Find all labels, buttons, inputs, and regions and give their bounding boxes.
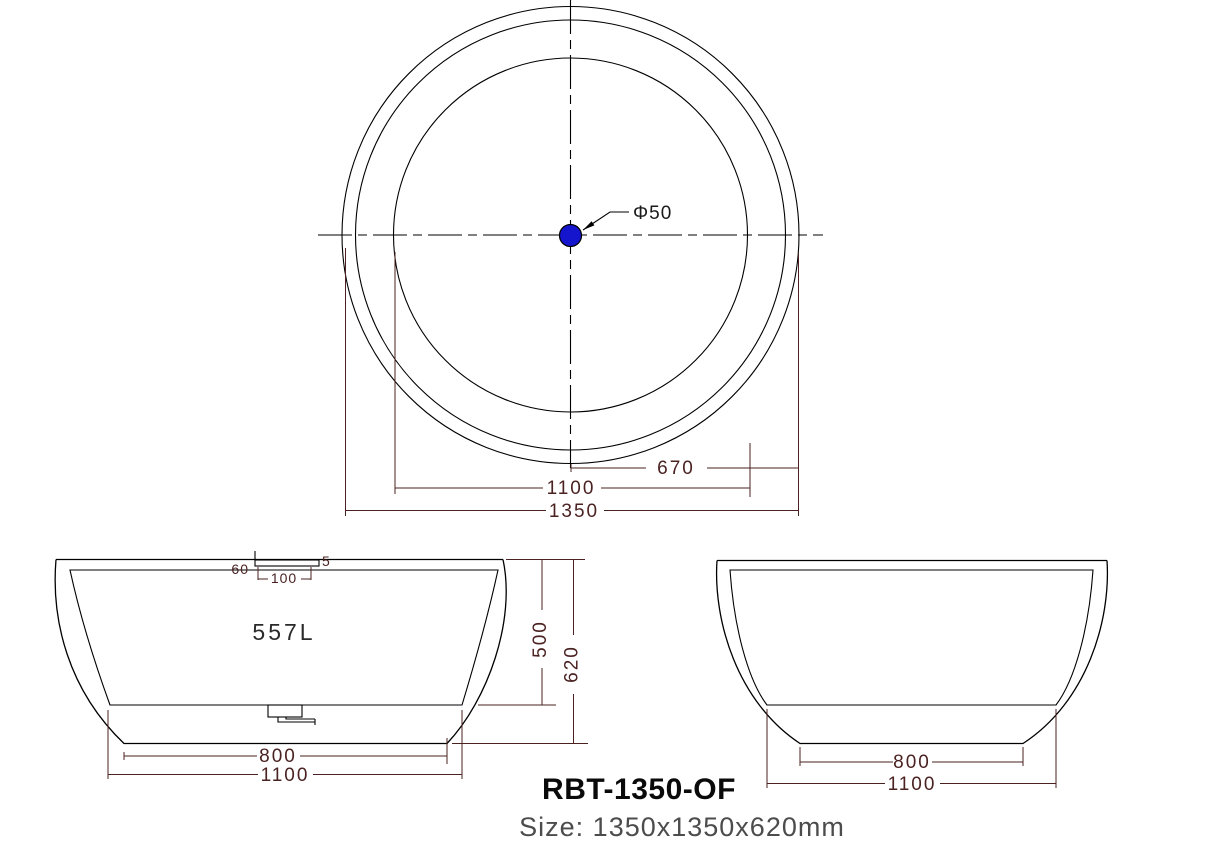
drain-leader-line bbox=[582, 211, 629, 231]
drain-diameter-label: Φ50 bbox=[633, 203, 672, 224]
dim-500-line bbox=[538, 559, 546, 706]
drain-fitting bbox=[267, 704, 316, 725]
outer-shell-profile bbox=[715, 560, 1109, 745]
dim-1350-line bbox=[345, 506, 799, 515]
dimension-500: 500 bbox=[530, 559, 551, 706]
dimension-670: 670 bbox=[570, 458, 799, 479]
dim-1100-line bbox=[394, 484, 751, 492]
outer-shell-profile bbox=[54, 559, 507, 745]
drain-hole bbox=[558, 223, 583, 248]
dim-800-label: 800 bbox=[259, 746, 297, 767]
dim-1100-label: 1100 bbox=[261, 765, 310, 786]
overflow-height-label: 60 bbox=[231, 561, 249, 577]
overflow-gap-label: 5 bbox=[322, 553, 331, 569]
dimension-1100-side: 1100 bbox=[766, 774, 1057, 795]
drain-flange bbox=[267, 704, 303, 718]
dimension-1100-top: 1100 bbox=[394, 478, 751, 499]
dimension-800-side: 800 bbox=[799, 752, 1024, 773]
dim-1350-label: 1350 bbox=[549, 501, 599, 522]
capacity-label: 557L bbox=[252, 619, 315, 645]
overflow-width-bracket bbox=[257, 567, 312, 580]
dim-1100-label: 1100 bbox=[547, 478, 596, 499]
front-view: 60 5 100 557L 500 620 800 bbox=[54, 551, 588, 786]
dim-1100-line bbox=[766, 779, 1057, 788]
dim-500-label: 500 bbox=[530, 620, 551, 658]
overflow-slot bbox=[254, 559, 320, 567]
overflow-width-label: 100 bbox=[271, 570, 297, 586]
dim-800-line bbox=[123, 752, 448, 760]
dim-1100-line bbox=[107, 770, 463, 779]
top-view: Φ50 670 1100 1350 bbox=[318, 0, 823, 522]
dim-620-label: 620 bbox=[562, 645, 583, 683]
model-title: RBT-1350-OF bbox=[542, 773, 736, 806]
dimension-1100-front: 1100 bbox=[107, 765, 463, 786]
overflow-detail: 60 5 100 bbox=[231, 551, 330, 586]
dim-670-label: 670 bbox=[657, 458, 695, 479]
dim-620-line bbox=[569, 559, 578, 744]
water-cross-section bbox=[729, 569, 1094, 706]
dimension-1350: 1350 bbox=[345, 501, 799, 522]
side-view: 800 1100 bbox=[715, 559, 1109, 795]
drain-pipe bbox=[277, 717, 316, 725]
water-cross-section bbox=[69, 569, 499, 706]
dim-800-label: 800 bbox=[893, 752, 931, 773]
dimension-800-front: 800 bbox=[123, 746, 448, 767]
dim-670-line bbox=[570, 464, 799, 472]
leader-arrowhead-icon bbox=[583, 221, 595, 230]
dim-1100-label: 1100 bbox=[888, 774, 937, 795]
dim-800-line bbox=[799, 758, 1024, 766]
size-subtitle: Size: 1350x1350x620mm bbox=[519, 812, 845, 842]
dimension-620: 620 bbox=[562, 559, 583, 744]
